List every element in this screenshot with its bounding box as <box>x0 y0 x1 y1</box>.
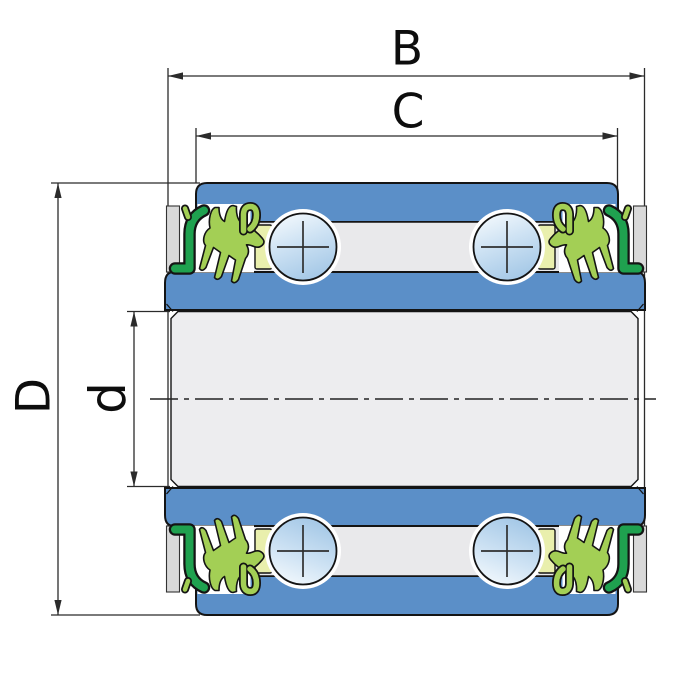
seal-top-right <box>549 204 647 283</box>
dim-label-C: C <box>392 85 425 140</box>
dim-arrow-D-bottom <box>54 600 62 615</box>
dim-arrow-C-left <box>196 132 211 140</box>
dim-arrow-C-right <box>602 132 618 140</box>
ball-bottom-left <box>264 512 342 590</box>
dimension-labels: B C D d <box>7 22 425 415</box>
dim-label-d: d <box>79 382 137 414</box>
ball-top-right <box>468 208 546 286</box>
dim-label-D: D <box>7 378 62 414</box>
ball-bottom-right <box>468 512 546 590</box>
bore-chamfer-top-right <box>636 303 644 312</box>
dim-arrow-d-bottom <box>130 471 138 487</box>
bore-section <box>170 310 639 488</box>
seal-bottom-left <box>167 515 265 594</box>
dim-arrow-B-right <box>629 72 645 80</box>
bore-chamfer-bottom-left <box>166 486 174 495</box>
dim-arrow-D-top <box>54 183 62 198</box>
seal-top-left <box>167 204 265 283</box>
dim-arrow-d-top <box>130 311 138 327</box>
dim-label-B: B <box>391 22 423 77</box>
ball-top-left <box>264 208 342 286</box>
bore-chamfer-top-left <box>166 303 174 312</box>
dim-arrow-B-left <box>168 72 183 80</box>
seal-bottom-right <box>549 515 647 594</box>
bore-chamfer-bottom-right <box>636 486 644 495</box>
bearing-body <box>165 182 647 616</box>
